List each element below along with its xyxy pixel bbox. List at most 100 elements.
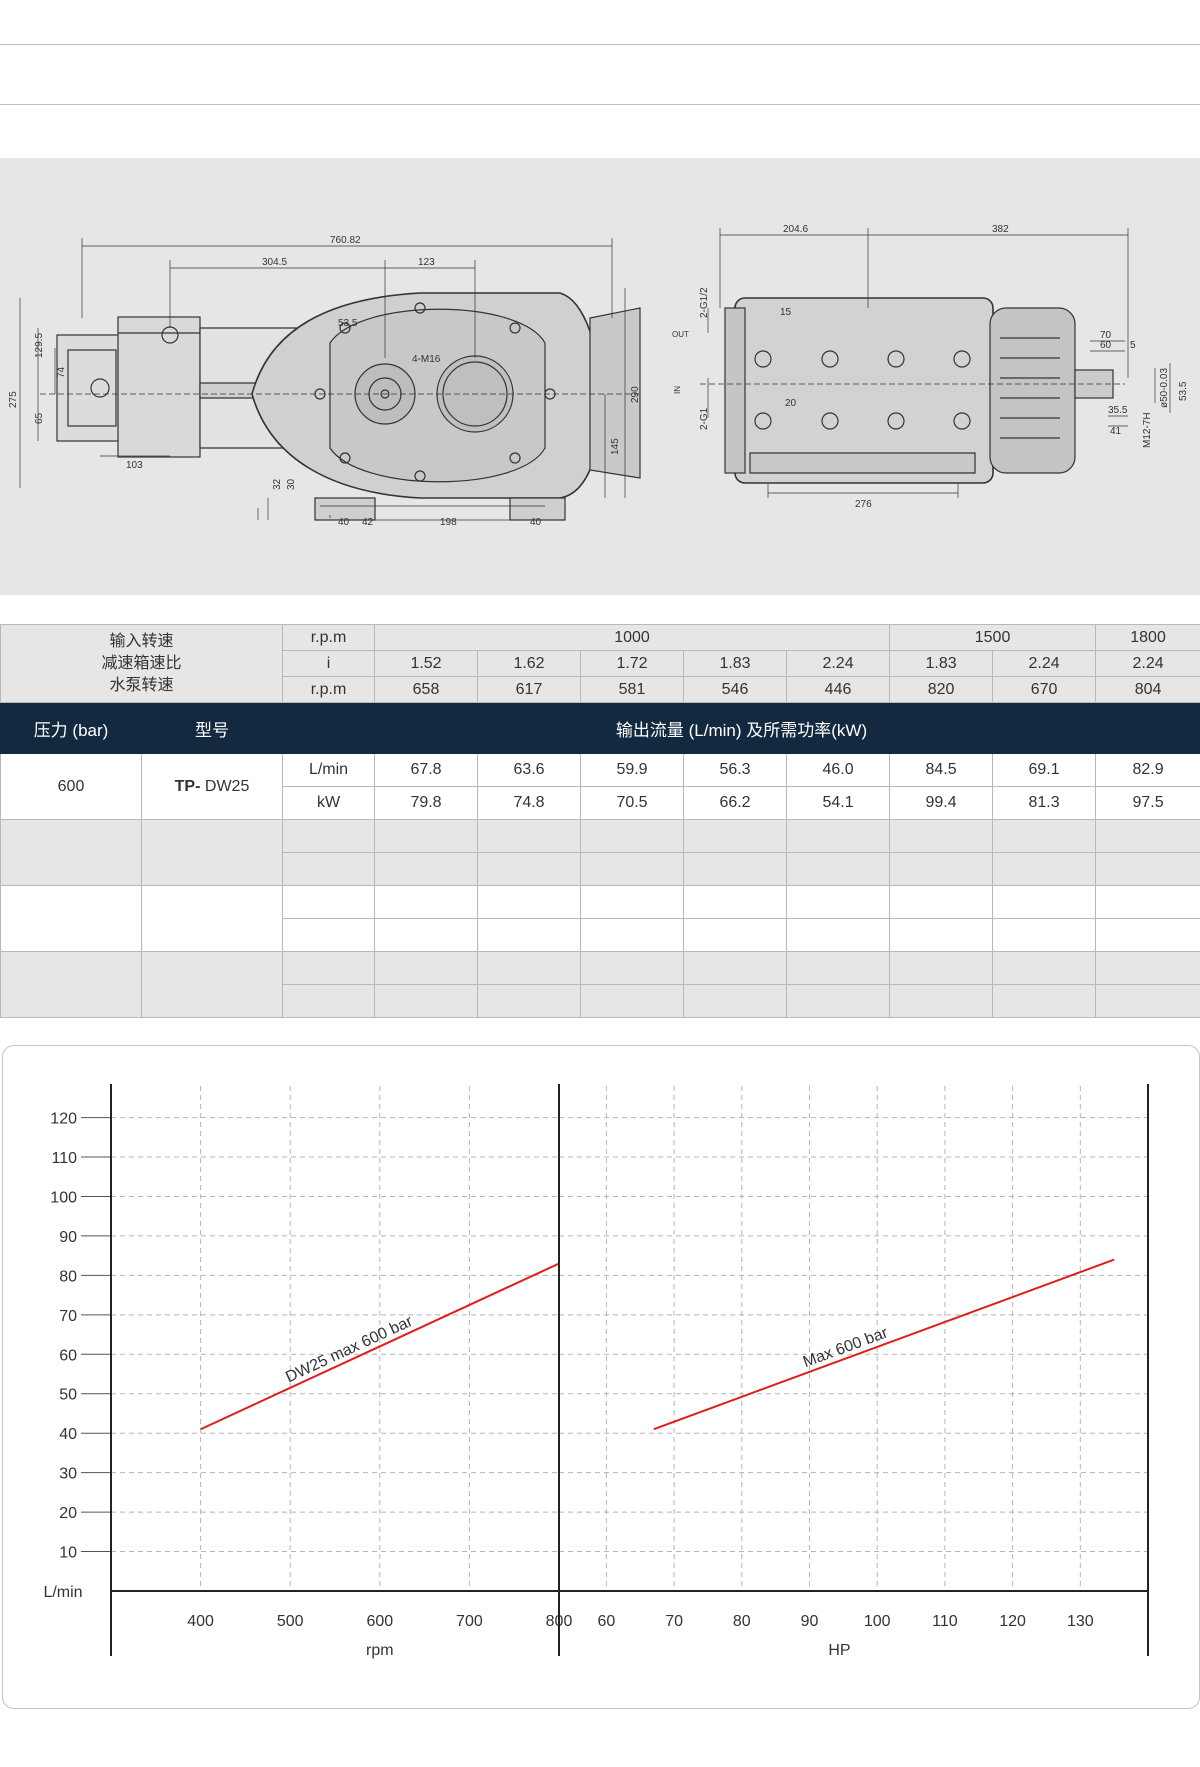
empty-cell (477, 819, 582, 853)
svg-text:5: 5 (1130, 340, 1136, 351)
empty-cell (889, 852, 994, 886)
ratio-cell: 2.24 (1095, 650, 1200, 677)
x-axis-label: rpm (366, 1642, 394, 1659)
dark-header-row: 压力 (bar) 型号 输出流量 (L/min) 及所需功率(kW) (0, 702, 1200, 754)
empty-cell (683, 885, 788, 919)
empty-cell (140, 885, 284, 952)
empty-cell (477, 885, 582, 919)
empty-cell (1095, 885, 1200, 919)
ratio-cell: 1.52 (374, 650, 479, 677)
top-rule (0, 44, 1200, 45)
svg-text:2-G1/2: 2-G1/2 (699, 287, 710, 318)
svg-text:275: 275 (8, 391, 19, 408)
svg-text:70: 70 (1100, 330, 1112, 341)
x-tick-label: 100 (864, 1613, 891, 1630)
svg-text:42: 42 (362, 517, 374, 528)
ratio-cell: 2.24 (992, 650, 1097, 677)
svg-text:53.5: 53.5 (338, 318, 358, 329)
flow-cell: 82.9 (1095, 753, 1200, 787)
pump-speed-cell: 581 (580, 676, 685, 703)
empty-cell (282, 819, 376, 853)
front-view-labels: 204.6 382 15 20 276 OUT 70 60 5 35.5 41 … (672, 224, 1189, 510)
empty-row (0, 885, 1200, 952)
ratio-cell: 1.83 (683, 650, 788, 677)
empty-cell (889, 951, 994, 985)
power-row: kW 79.8 74.8 70.5 66.2 54.1 99.4 81.3 97… (1, 786, 1200, 820)
empty-cell (992, 819, 1097, 853)
svg-text:103: 103 (126, 460, 143, 471)
empty-cell (1095, 819, 1200, 853)
svg-text:20: 20 (785, 398, 797, 409)
empty-cell (786, 951, 891, 985)
pump-speed-cell: 658 (374, 676, 479, 703)
flow-cell: 84.5 (889, 753, 994, 787)
power-cell: 97.5 (1095, 786, 1200, 820)
x-tick-label: 500 (277, 1613, 304, 1630)
empty-cell (140, 819, 284, 886)
input-speed-1800: 1800 (1095, 624, 1200, 651)
empty-cell (889, 984, 994, 1018)
x-tick-label: 70 (665, 1613, 683, 1630)
empty-cell (374, 819, 479, 853)
power-cell: 79.8 (374, 786, 479, 820)
x-tick-label: 600 (366, 1613, 393, 1630)
empty-cell (889, 819, 994, 853)
second-rule (0, 104, 1200, 105)
empty-cell (1095, 951, 1200, 985)
empty-cell (374, 852, 479, 886)
input-speed-1000: 1000 (374, 624, 891, 651)
empty-cell (992, 918, 1097, 952)
svg-text:ø50-0.03: ø50-0.03 (1159, 368, 1170, 408)
empty-cell (786, 819, 891, 853)
svg-text:40: 40 (338, 517, 350, 528)
power-cell: 66.2 (683, 786, 788, 820)
front-view (700, 297, 1125, 484)
svg-text:IN: IN (673, 386, 682, 394)
svg-text:40: 40 (530, 517, 542, 528)
svg-text:290: 290 (630, 386, 641, 403)
empty-cell (889, 918, 994, 952)
y-tick-label: 30 (59, 1466, 77, 1483)
y-tick-label: 110 (51, 1150, 77, 1167)
empty-cell (786, 852, 891, 886)
svg-text:53.5: 53.5 (1178, 381, 1189, 401)
svg-text:198: 198 (440, 517, 457, 528)
ratio-label: 减速箱速比 (101, 654, 182, 672)
empty-row (0, 951, 1200, 1018)
y-tick-label: 70 (59, 1308, 77, 1325)
flow-cell: 46.0 (786, 753, 891, 787)
svg-text:35.5: 35.5 (1108, 405, 1128, 416)
ratio-row: i 1.52 1.62 1.72 1.83 2.24 1.83 2.24 2.2… (1, 650, 1200, 677)
empty-cell (1095, 918, 1200, 952)
flow-cell: 63.6 (477, 753, 582, 787)
pump-rpm-unit: r.p.m (282, 676, 376, 703)
y-axis-label: L/min (43, 1584, 82, 1601)
svg-text:60: 60 (1100, 340, 1112, 351)
empty-cell (0, 819, 142, 886)
x-tick-label: 80 (733, 1613, 751, 1630)
pressure-header: 压力 (bar) (0, 702, 142, 754)
empty-cell (992, 984, 1097, 1018)
y-tick-label: 40 (59, 1426, 77, 1443)
empty-cell (683, 852, 788, 886)
ratio-cell: 1.62 (477, 650, 582, 677)
empty-cell (374, 885, 479, 919)
drawing-panel: 760.82 304.5 123 53.5 4-M16 103 40 42 19… (0, 158, 1200, 595)
empty-cell (1095, 984, 1200, 1018)
svg-text:M12-7H: M12-7H (1142, 412, 1153, 448)
empty-cell (786, 885, 891, 919)
empty-cell (477, 852, 582, 886)
empty-cell (374, 951, 479, 985)
empty-cell (282, 885, 376, 919)
pump-speed-cell: 446 (786, 676, 891, 703)
svg-text:145: 145 (610, 438, 621, 455)
pump-speed-label: 水泵转速 (109, 676, 174, 694)
empty-cell (889, 885, 994, 919)
svg-text:123: 123 (418, 257, 435, 268)
pump-speed-cell: 546 (683, 676, 788, 703)
ratio-cell: 1.83 (889, 650, 994, 677)
empty-row (0, 819, 1200, 886)
y-tick-label: 60 (59, 1347, 77, 1364)
side-view (40, 292, 641, 521)
